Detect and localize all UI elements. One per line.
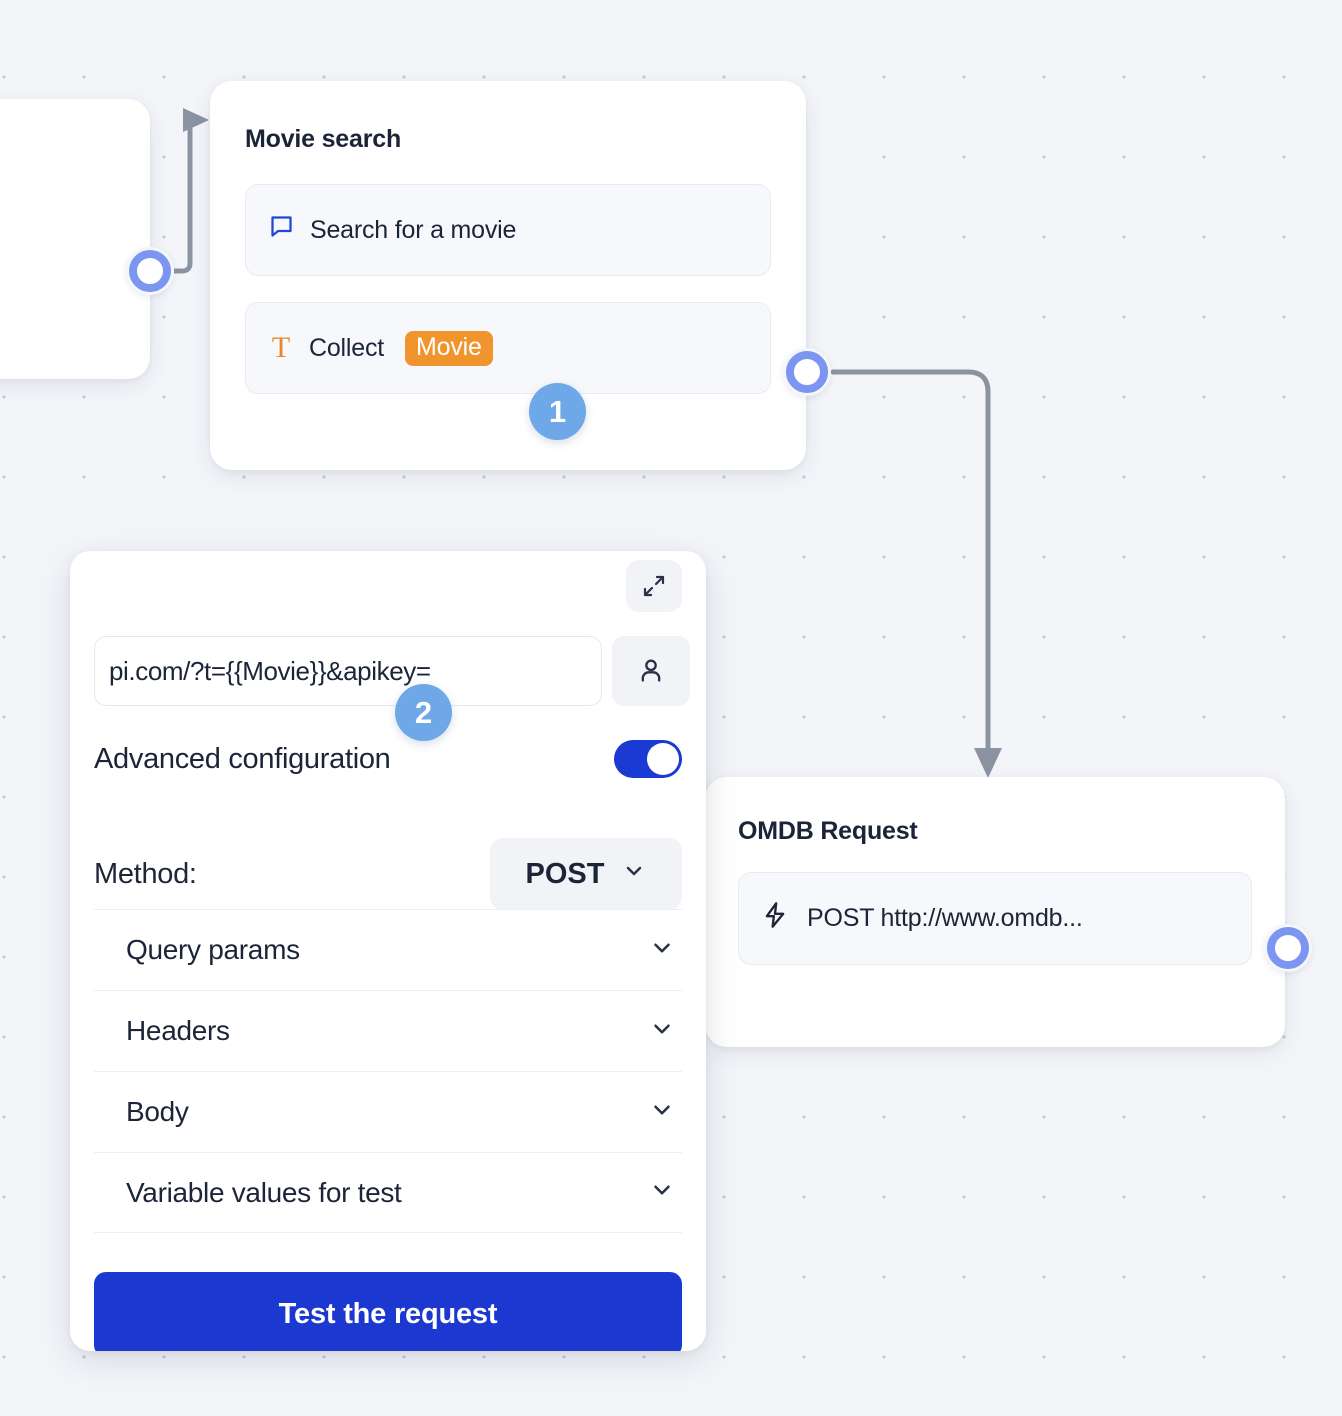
chevron-down-icon [649,1016,675,1047]
field-label-search: Search for a movie [310,215,517,244]
chevron-down-icon [622,858,646,891]
field-label-omdb: POST http://www.omdb... [807,904,1083,932]
method-select[interactable]: POST [490,838,682,910]
request-sections: Query params Headers Body [94,909,682,1233]
field-label-collect: Collect [309,333,385,362]
field-omdb-post[interactable]: POST http://www.omdb... [738,872,1252,965]
chevron-down-icon [649,935,675,966]
url-row [94,636,690,706]
section-label: Query params [126,934,300,965]
section-headers[interactable]: Headers [94,990,682,1071]
field-search-for-a-movie[interactable]: Search for a movie [245,184,771,276]
node-movie-search[interactable]: Movie search Search for a movie T Collec… [210,81,806,470]
port-left-node[interactable] [126,247,174,295]
lightning-bolt-icon [761,901,789,936]
variable-chip-movie[interactable]: Movie [405,330,493,366]
node-title-movie-search: Movie search [245,125,402,153]
user-icon [637,656,665,687]
test-the-request-button[interactable]: Test the request [94,1272,682,1351]
field-collect-movie[interactable]: T Collect Movie [245,302,771,394]
step-badge-2: 2 [395,684,452,741]
section-label: Variable values for test [126,1176,402,1208]
method-row: Method: POST [94,838,682,910]
node-title-omdb: OMDB Request [738,817,918,845]
partial-node-left[interactable] [0,99,150,379]
request-config-panel[interactable]: Advanced configuration Method: POST Quer… [70,551,706,1351]
port-omdb-output[interactable] [1264,924,1312,972]
node-omdb-request[interactable]: OMDB Request POST http://www.omdb... [705,777,1285,1047]
method-value: POST [525,857,605,890]
method-label: Method: [94,857,197,890]
advanced-configuration-label: Advanced configuration [94,742,391,775]
section-query-params[interactable]: Query params [94,909,682,990]
user-icon-button[interactable] [612,636,690,706]
text-t-icon: T [271,331,291,364]
section-variable-values-for-test[interactable]: Variable values for test [94,1152,682,1233]
section-label: Body [126,1096,189,1127]
section-body[interactable]: Body [94,1071,682,1152]
chevron-down-icon [649,1177,675,1208]
port-movie-search-output[interactable] [783,348,831,396]
expand-diagonal-icon[interactable] [626,560,682,612]
chevron-down-icon [649,1097,675,1128]
step-badge-1: 1 [529,383,586,440]
request-url-input[interactable] [94,636,602,706]
advanced-configuration-toggle[interactable] [614,740,682,778]
advanced-configuration-row: Advanced configuration [94,740,682,778]
chat-bubble-icon [268,213,295,247]
section-label: Headers [126,1015,230,1046]
